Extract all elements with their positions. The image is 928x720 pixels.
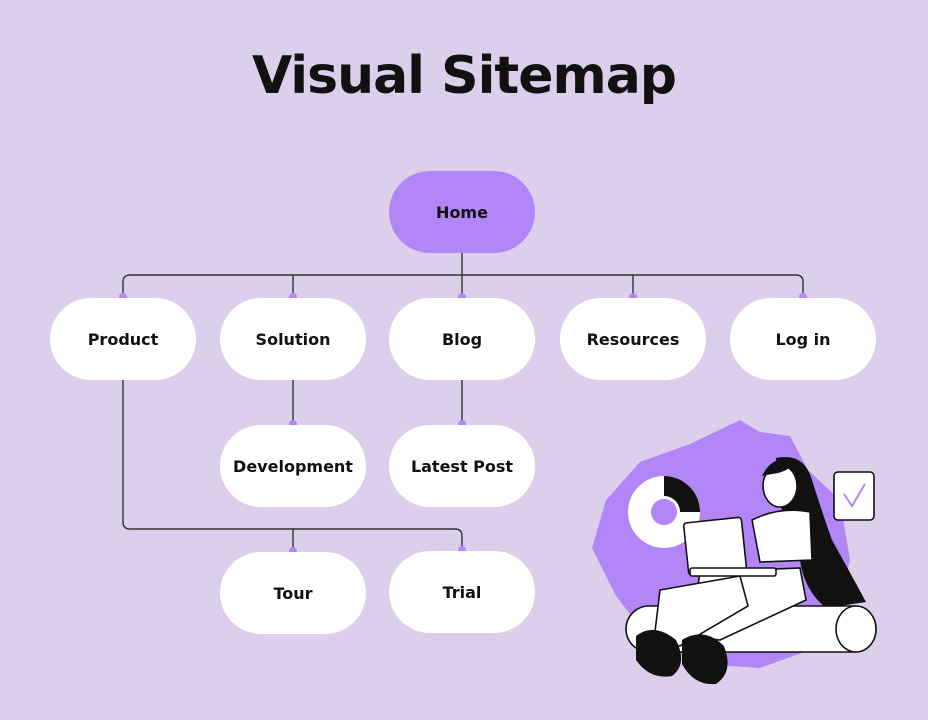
node-blog-label: Blog (441, 329, 483, 349)
node-resources-label: Resources (586, 329, 680, 349)
node-product[interactable]: Product (50, 298, 196, 380)
node-latest-post-label: Latest Post (410, 456, 514, 476)
node-latest-post[interactable]: Latest Post (389, 425, 535, 507)
node-tour[interactable]: Tour (220, 552, 366, 634)
person-with-laptop-icon (592, 420, 877, 685)
node-trial-label: Trial (442, 582, 482, 602)
node-product-label: Product (87, 329, 159, 349)
node-trial[interactable]: Trial (389, 551, 535, 633)
top-level-connector (122, 274, 804, 297)
checkmark-card-icon (833, 471, 875, 521)
page-title: Visual Sitemap (251, 46, 677, 106)
donut-chart-icon (628, 476, 700, 548)
node-solution[interactable]: Solution (220, 298, 366, 380)
node-login[interactable]: Log in (730, 298, 876, 380)
node-solution-label: Solution (255, 329, 331, 349)
node-home-label: Home (436, 202, 488, 222)
node-tour-label: Tour (273, 583, 313, 603)
node-login-label: Log in (775, 329, 831, 349)
node-resources[interactable]: Resources (560, 298, 706, 380)
node-blog[interactable]: Blog (389, 298, 535, 380)
node-development-label: Development (233, 456, 353, 476)
node-development[interactable]: Development (220, 425, 366, 507)
node-home[interactable]: Home (389, 171, 535, 253)
